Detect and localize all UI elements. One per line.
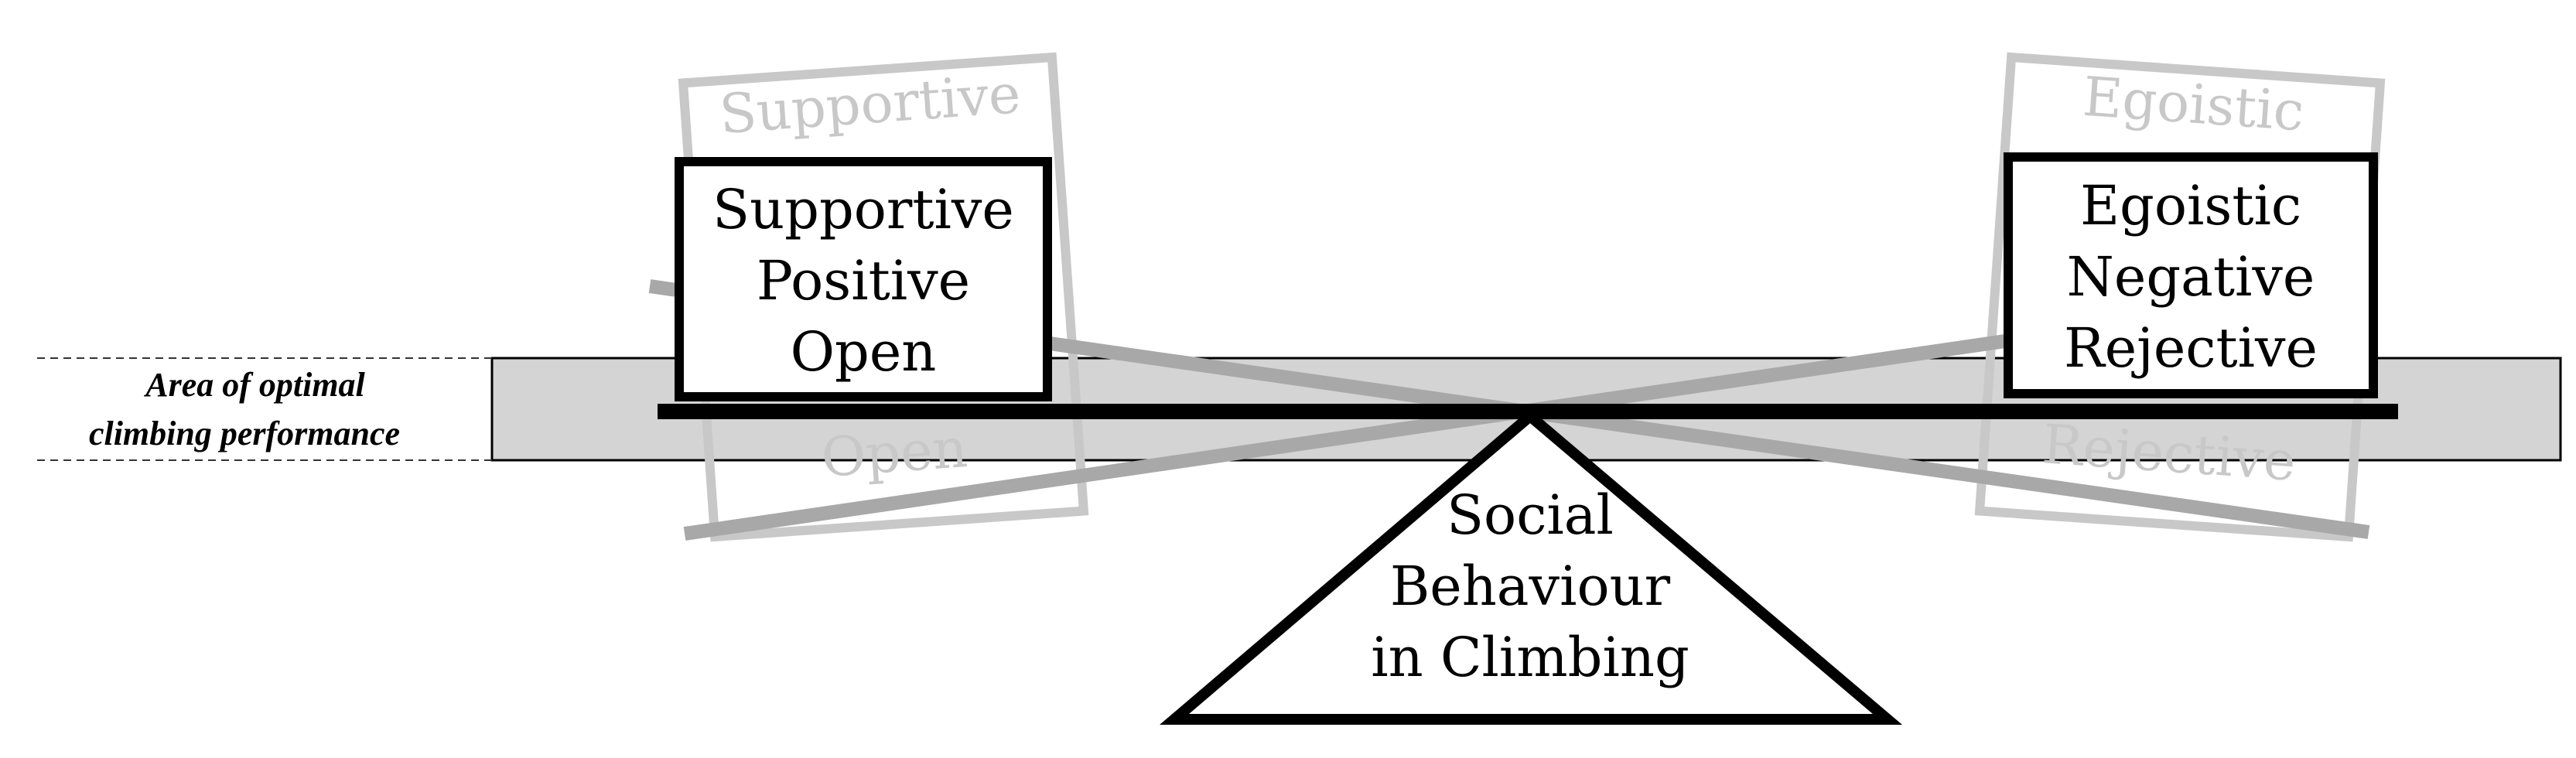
balance-beam [658, 404, 2398, 419]
area-label-line1: Area of optimal [143, 366, 365, 404]
left-box-line3: Open [791, 320, 937, 384]
fulcrum-label-line2: Behaviour [1390, 555, 1671, 618]
right-box-line2: Negative [2067, 245, 2315, 309]
left-box-line2: Positive [757, 249, 970, 312]
ghost-box-left-bottom-label: Open [819, 416, 969, 490]
right-box-line3: Rejective [2064, 316, 2318, 380]
right-weight-box [2004, 152, 2378, 398]
left-weight-box [675, 157, 1052, 401]
fulcrum-label-line1: Social [1447, 483, 1614, 547]
fulcrum-triangle [1159, 408, 1903, 725]
area-label-line2: climbing performance [89, 415, 400, 452]
right-box-line1: Egoistic [2080, 174, 2301, 237]
ghost-box-right-top-label: Egoistic [2081, 65, 2306, 144]
left-box-line1: Supportive [712, 178, 1014, 241]
fulcrum-label-line3: in Climbing [1371, 626, 1689, 689]
